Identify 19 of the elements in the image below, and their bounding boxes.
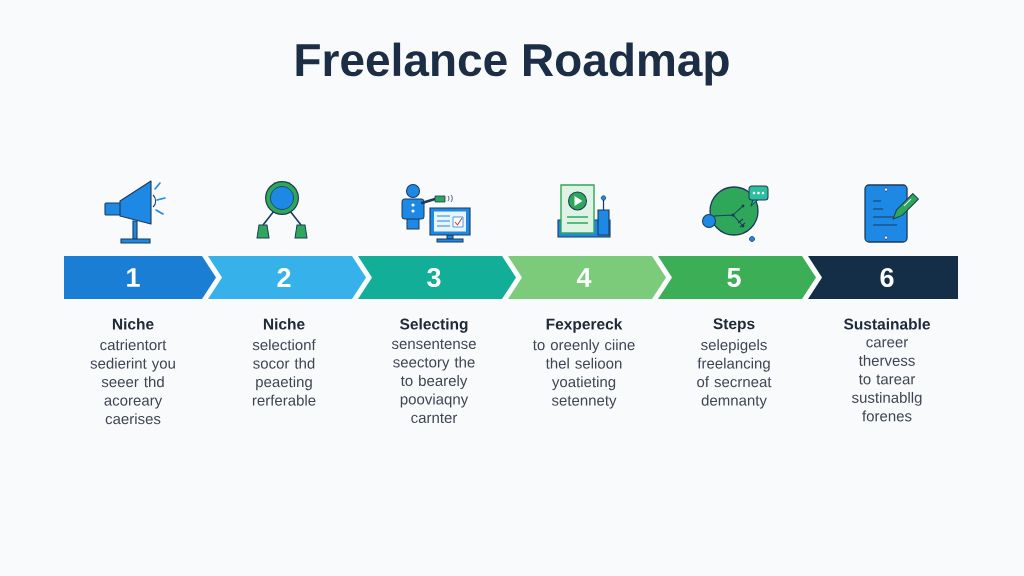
step-description: career thervess to tarear sustinabllg forenes [852,339,922,422]
step-heading: Selecting [400,318,468,333]
step-description: catrientort sedierint you seeer thd acoreary caerises [90,339,175,425]
step-description: sensentense seectory the to bearely pooviaqny carnter [391,339,476,424]
step-heading: Steps [713,318,755,333]
chevron-step: 6 [808,256,958,299]
step-description: selepigels freelancing of secrneat demnanty [697,339,772,409]
title: Freelance Roadmap [296,42,729,86]
chevron-step: 5 [658,256,816,299]
step-heading: Niche [112,318,154,330]
step-description: to oreenly ciine thel selioon yoatieting setennety [532,339,635,409]
chevron-step: 2 [208,256,366,299]
step-heading: Niche [263,318,305,330]
chevron-step: 3 [358,256,516,299]
chevron-step: 4 [508,256,666,299]
step-description: selectionf socor thd peaeting rerferable [252,339,316,406]
step-heading: Fexpereck [546,318,623,333]
step-heading: Sustainable [843,318,930,330]
chevron-step: 1 [64,256,216,299]
